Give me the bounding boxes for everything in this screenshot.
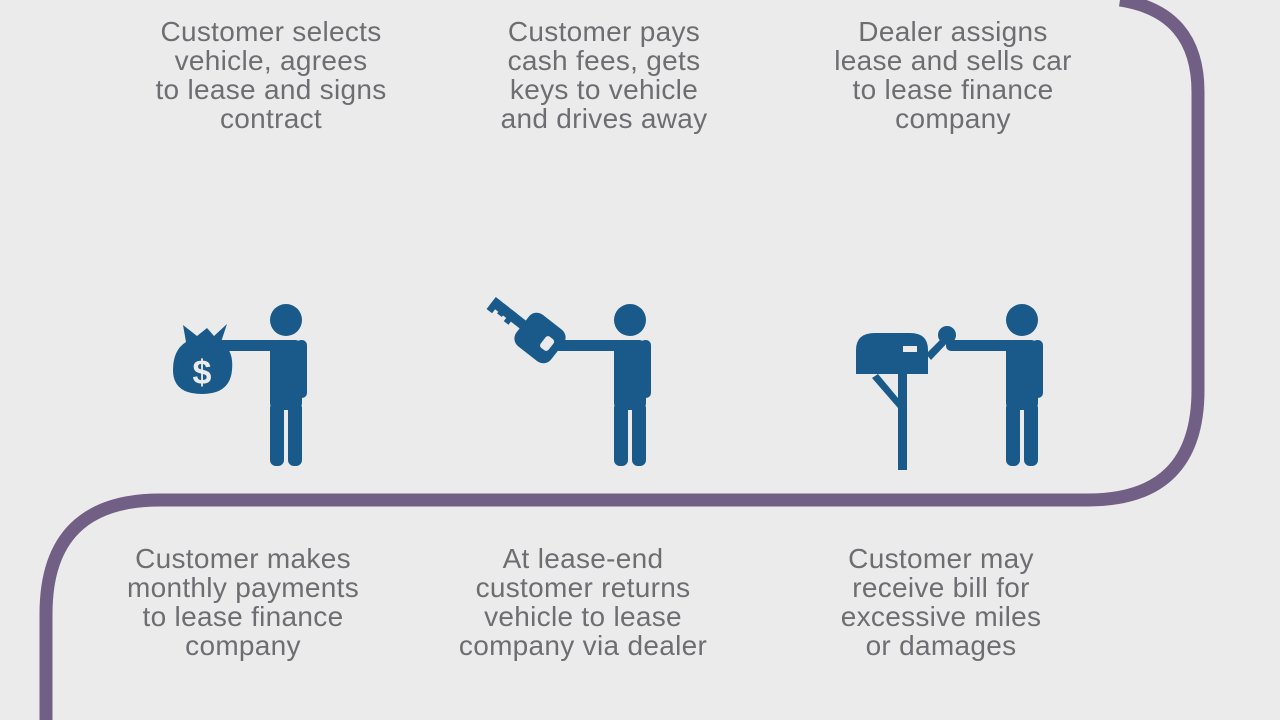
svg-text:$: $: [193, 354, 212, 392]
money-bag-icon: $: [173, 324, 233, 394]
person-handing-key-icon: [486, 297, 651, 466]
key-icon: [486, 297, 566, 364]
step-1-text: Customer selects vehicle, agrees to leas…: [155, 16, 387, 134]
step-3-text: Dealer assigns lease and sells car to le…: [834, 16, 1072, 134]
step-6-text: Customer may receive bill for excessive …: [840, 543, 1042, 661]
step-2-text: Customer pays cash fees, gets keys to ve…: [500, 16, 708, 134]
process-path-line: [39, 0, 1205, 720]
step-5-text: At lease-end customer returns vehicle to…: [458, 543, 708, 661]
mailbox-icon: [856, 326, 956, 470]
person-handing-money-bag-icon: $: [173, 304, 307, 466]
person-at-mailbox-icon: [856, 304, 1043, 470]
person-icon: [554, 304, 651, 466]
step-4-text: Customer makes monthly payments to lease…: [126, 543, 359, 661]
person-icon: [946, 304, 1043, 466]
